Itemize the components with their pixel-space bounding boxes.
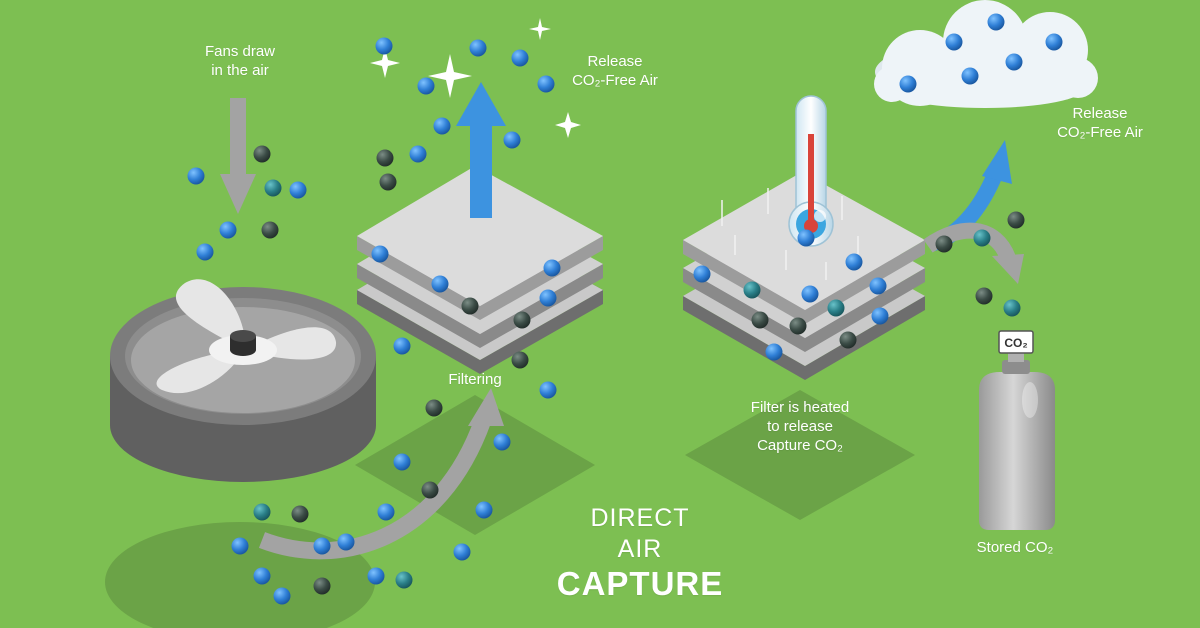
air-molecule xyxy=(313,537,331,555)
title-air: AIR xyxy=(617,535,663,563)
air-molecule xyxy=(539,381,557,399)
air-molecule xyxy=(871,307,889,325)
teal-molecule xyxy=(973,229,991,247)
fan-icon xyxy=(110,279,376,482)
air-molecule xyxy=(417,77,435,95)
air-molecule xyxy=(797,229,815,247)
air-molecule xyxy=(253,567,271,585)
co2-molecule xyxy=(839,331,857,349)
air-molecule xyxy=(493,433,511,451)
co2-molecule xyxy=(513,311,531,329)
co2-molecule xyxy=(291,505,309,523)
teal-molecule xyxy=(253,503,271,521)
air-molecule xyxy=(503,131,521,149)
air-molecule xyxy=(431,275,449,293)
air-molecule xyxy=(289,181,307,199)
co2-molecule xyxy=(421,481,439,499)
air-molecule xyxy=(693,265,711,283)
air-molecule xyxy=(375,37,393,55)
label-filtering: Filtering xyxy=(448,371,502,388)
sparkles xyxy=(370,18,581,138)
label-filter-heated: Filter is heated to release Capture CO₂ xyxy=(750,399,850,454)
air-molecule xyxy=(337,533,355,551)
air-molecule xyxy=(433,117,451,135)
air-molecule xyxy=(801,285,819,303)
co2-molecule xyxy=(511,351,529,369)
co2-molecule xyxy=(376,149,394,167)
air-molecule xyxy=(475,501,493,519)
filter-right-ground-shadow xyxy=(685,390,915,520)
teal-molecule xyxy=(395,571,413,589)
tank-tag-label: CO₂ xyxy=(1004,336,1027,350)
air-molecule xyxy=(469,39,487,57)
teal-molecule xyxy=(743,281,761,299)
co2-molecule xyxy=(789,317,807,335)
air-molecule xyxy=(273,587,291,605)
heat-lines xyxy=(721,188,859,280)
air-molecule xyxy=(371,245,389,263)
intake-down-arrow xyxy=(220,98,256,214)
co2-molecule xyxy=(313,577,331,595)
air-molecule xyxy=(543,259,561,277)
air-molecule xyxy=(393,337,411,355)
air-molecule xyxy=(845,253,863,271)
cloud-icon xyxy=(874,0,1098,108)
air-molecule xyxy=(511,49,529,67)
teal-molecule xyxy=(264,179,282,197)
label-fans-draw: Fans draw in the air xyxy=(204,43,276,79)
blue-up-arrow xyxy=(456,82,506,218)
co2-molecule xyxy=(975,287,993,305)
air-molecule xyxy=(231,537,249,555)
co2-molecule xyxy=(461,297,479,315)
title-capture: CAPTURE xyxy=(556,565,724,602)
co2-molecule xyxy=(935,235,953,253)
label-release-right: Release CO₂-Free Air xyxy=(1057,105,1143,141)
title-direct: DIRECT xyxy=(590,504,690,532)
air-molecule xyxy=(367,567,385,585)
air-molecule xyxy=(961,67,979,85)
air-molecule xyxy=(393,453,411,471)
co2-molecule xyxy=(1007,211,1025,229)
co2-molecule xyxy=(379,173,397,191)
air-molecule xyxy=(869,277,887,295)
air-molecule xyxy=(1045,33,1063,51)
air-molecule xyxy=(453,543,471,561)
air-molecule xyxy=(537,75,555,93)
teal-molecule xyxy=(827,299,845,317)
air-molecule xyxy=(539,289,557,307)
air-molecule xyxy=(987,13,1005,31)
gray-curved-arrow xyxy=(258,388,504,560)
air-molecule xyxy=(945,33,963,51)
co2-molecule xyxy=(425,399,443,417)
co2-molecule xyxy=(751,311,769,329)
air-molecule xyxy=(1005,53,1023,71)
air-molecule xyxy=(409,145,427,163)
co2-molecule xyxy=(261,221,279,239)
air-molecule xyxy=(219,221,237,239)
filter-left-ground-shadow xyxy=(355,395,595,535)
label-release-left: Release CO₂-Free Air xyxy=(572,53,658,89)
air-molecule xyxy=(187,167,205,185)
air-molecule xyxy=(196,243,214,261)
air-molecule xyxy=(377,503,395,521)
co2-tank-icon: CO₂ xyxy=(979,330,1055,530)
thermometer-icon xyxy=(788,95,834,247)
teal-molecule xyxy=(1003,299,1021,317)
air-molecule xyxy=(899,75,917,93)
air-molecule xyxy=(765,343,783,361)
co2-molecule xyxy=(253,145,271,163)
label-stored-co2: Stored CO₂ xyxy=(976,539,1054,556)
molecules xyxy=(187,13,1063,605)
